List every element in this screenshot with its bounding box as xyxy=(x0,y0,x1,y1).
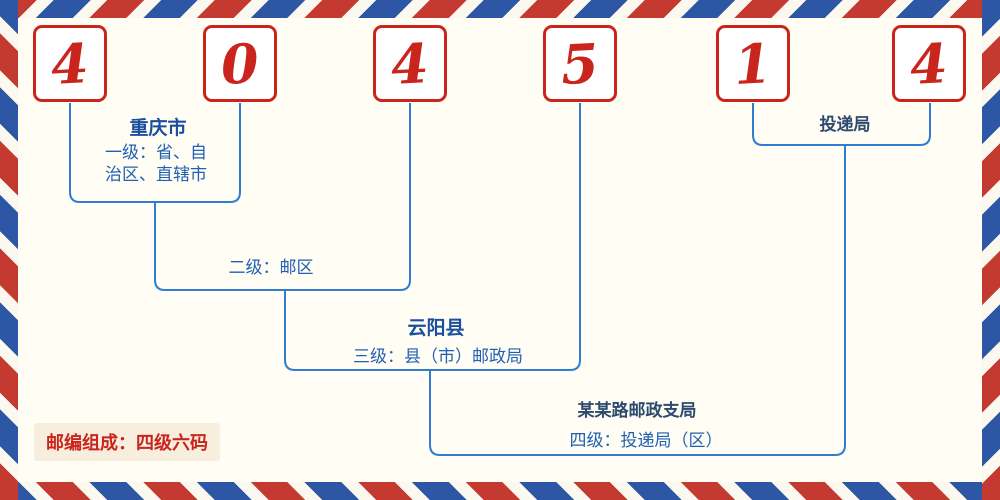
level2-label: 二级：邮区 xyxy=(228,258,314,277)
level3-label: 三级：县（市）邮政局 xyxy=(353,347,523,366)
digit-box-1: 4 xyxy=(33,25,107,102)
digit-box-4: 5 xyxy=(543,25,617,102)
digit-box-6: 4 xyxy=(892,25,966,102)
digit-1: 4 xyxy=(49,30,91,97)
level3-name: 云阳县 xyxy=(407,318,465,339)
airmail-border-top xyxy=(0,0,1000,18)
digit-5: 1 xyxy=(732,30,774,97)
airmail-border-left xyxy=(0,0,18,500)
level4-label: 四级：投递局（区） xyxy=(569,431,723,450)
airmail-border-bottom xyxy=(0,482,1000,500)
level1-label: 一级：省、自治区、直辖市 xyxy=(104,143,207,184)
digit-3: 4 xyxy=(389,30,431,97)
digit-4: 5 xyxy=(559,30,601,97)
digit-6: 4 xyxy=(908,30,950,97)
digit-box-3: 4 xyxy=(373,25,447,102)
digit-2: 0 xyxy=(219,30,261,97)
delivery-name: 投递局 xyxy=(819,115,871,134)
digit-box-5: 1 xyxy=(716,25,790,102)
footer-note: 邮编组成：四级六码 xyxy=(34,423,220,461)
digit-box-2: 0 xyxy=(203,25,277,102)
airmail-border-right xyxy=(982,0,1000,500)
level4-name: 某某路邮政支局 xyxy=(577,401,697,420)
level1-name: 重庆市 xyxy=(129,118,187,139)
